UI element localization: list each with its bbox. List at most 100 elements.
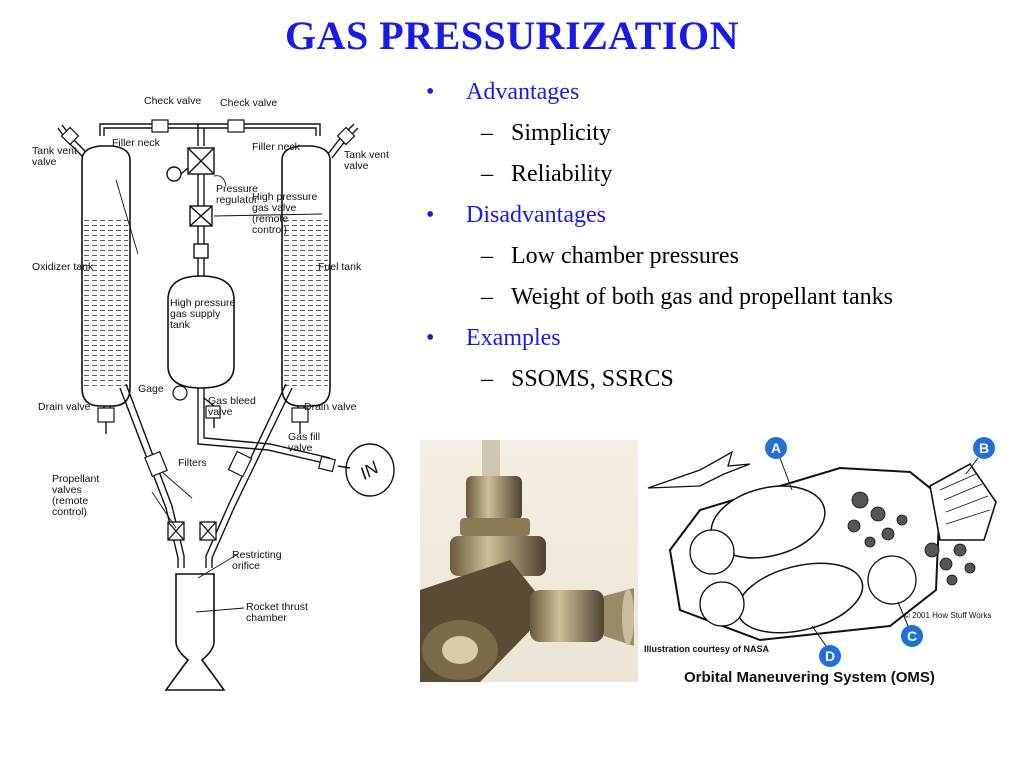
label-line: valve [288, 442, 313, 454]
oms-illustration: A B C D © 2001 How Stuff Works Illustrat… [640, 430, 1024, 690]
sub-bullet-low-chamber: –Low chamber pressures [426, 236, 1016, 277]
label-line: gas supply [170, 308, 221, 320]
fuel-liquid [284, 220, 328, 390]
svg-text:D: D [825, 648, 835, 664]
dash-marker: – [481, 284, 493, 310]
marker-b: B [965, 437, 995, 475]
gas-bleed-valve-symbol [205, 405, 221, 419]
drain-valve-right-label: Drain valve [304, 401, 357, 413]
pressure-regulator-symbol [166, 147, 215, 182]
label-line: orifice [232, 560, 260, 572]
check-valve-left-label: Check valve [144, 95, 201, 107]
filler-neck-right-label: Filler neck [252, 141, 301, 153]
thruster-photo [420, 440, 638, 682]
bullet-marker: • [426, 325, 435, 351]
bullet-label: Examples [466, 325, 561, 351]
label-line: (remote [252, 213, 288, 225]
drain-valve-right-symbol [291, 407, 309, 423]
oxidizer-tank-label: Oxidizer tank [32, 261, 94, 273]
handwritten-note-circle [345, 443, 395, 497]
drain-valve-left-symbol [97, 407, 115, 423]
filter-left-symbol [144, 450, 168, 478]
handwritten-note: IN [356, 457, 382, 484]
filters-label: Filters [178, 457, 207, 469]
oms-plumbing [847, 491, 976, 586]
marker-d: D [811, 625, 841, 667]
filter-right-symbol [227, 450, 253, 478]
shuttle-icon [647, 450, 751, 489]
sub-bullet-text: Reliability [511, 161, 613, 187]
oms-copyright: © 2001 How Stuff Works [904, 611, 991, 620]
bullet-examples: • Examples [426, 318, 1016, 359]
oms-caption: Orbital Maneuvering System (OMS) [684, 669, 935, 686]
slide-title: GAS PRESSURIZATION [285, 13, 739, 58]
sub-bullet-simplicity: –Simplicity [426, 113, 1016, 154]
check-valve-right-symbol [227, 119, 245, 133]
svg-text:A: A [771, 440, 781, 456]
label-line: (remote [52, 495, 88, 507]
oxidizer-liquid [84, 220, 128, 390]
label-line: valve [32, 156, 57, 168]
label-line: control) [252, 224, 287, 236]
dash-marker: – [481, 243, 493, 269]
bullet-disadvantages: • Disadvantages [426, 195, 1016, 236]
dash-marker: – [481, 366, 493, 392]
label-line: chamber [246, 612, 287, 624]
label-line: valves [52, 484, 82, 496]
label-line: gas valve [252, 202, 297, 214]
label-line: valve [208, 406, 233, 418]
bullet-marker: • [426, 79, 435, 105]
vent-valve-right-symbol [336, 126, 356, 146]
rocket-thrust-chamber-symbol [164, 573, 226, 691]
dash-marker: – [481, 120, 493, 146]
oms-sphere-left-bottom [699, 581, 745, 627]
marker-a: A [765, 437, 793, 491]
sub-bullet-text: SSOMS, SSRCS [511, 366, 674, 392]
bullet-label: Disadvantages [466, 202, 606, 228]
gage-label: Gage [138, 383, 164, 395]
check-valve-left-symbol [151, 119, 169, 133]
sub-bullet-ssoms: –SSOMS, SSRCS [426, 359, 1016, 400]
label-line: tank [170, 319, 191, 331]
gas-fill-valve-symbol [318, 455, 336, 473]
bullet-list: •Advantages –Simplicity –Reliability •Di… [426, 72, 1016, 400]
label-line: regulator [216, 194, 258, 206]
svg-text:B: B [979, 440, 989, 456]
oms-sphere-right [867, 555, 917, 605]
propellant-valves-symbol [167, 521, 217, 541]
bullet-advantages: • Advantages [426, 72, 1016, 113]
sub-bullet-text: Simplicity [511, 120, 612, 146]
svg-text:C: C [907, 628, 917, 644]
label-line: valve [344, 160, 369, 172]
sub-bullet-weight: –Weight of both gas and propellant tanks [426, 277, 1016, 318]
dash-marker: – [481, 161, 493, 187]
high-pressure-gas-valve-symbol [189, 205, 213, 227]
bullet-marker: • [426, 202, 435, 228]
bullet-label: Advantages [466, 79, 580, 105]
marker-c: C [897, 601, 923, 647]
gage-symbol [172, 385, 188, 401]
drain-valve-left-label: Drain valve [38, 401, 91, 413]
sub-bullet-text: Low chamber pressures [511, 243, 739, 269]
oms-engine-nozzle [929, 462, 997, 541]
fuel-tank-label: Fuel tank [318, 261, 362, 273]
oms-credit: Illustration courtesy of NASA [644, 644, 770, 654]
sub-bullet-reliability: –Reliability [426, 154, 1016, 195]
filler-neck-left-label: Filler neck [112, 137, 161, 149]
check-valve-right-label: Check valve [220, 97, 277, 109]
label-line: control) [52, 506, 87, 518]
oms-sphere-left-top [689, 529, 735, 575]
gas-supply-tank [167, 275, 235, 389]
sub-bullet-text: Weight of both gas and propellant tanks [511, 284, 893, 310]
